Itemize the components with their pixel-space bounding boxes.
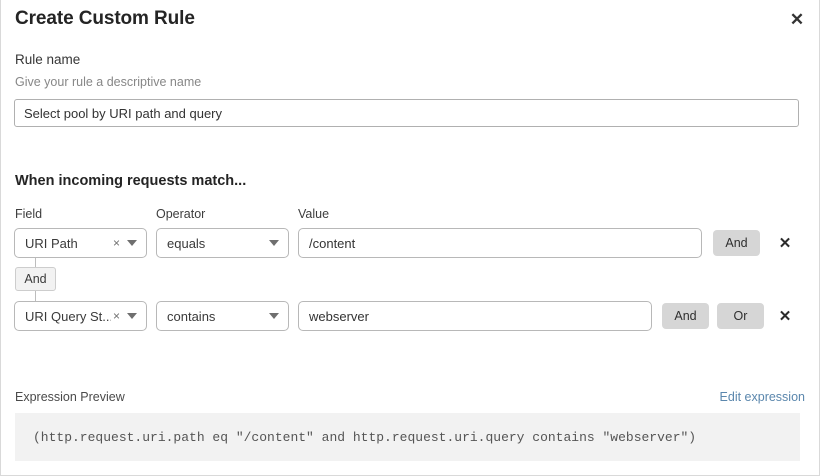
expression-preview-label: Expression Preview [15, 390, 125, 404]
chevron-down-icon[interactable] [127, 313, 137, 319]
rule-name-help-text: Give your rule a descriptive name [15, 75, 202, 89]
condition-field-select-1[interactable]: URI Path × [14, 228, 147, 258]
condition-operator-select-2[interactable]: contains [156, 301, 289, 331]
chevron-down-icon[interactable] [269, 240, 279, 246]
expression-preview-text: (http.request.uri.path eq "/content" and… [33, 429, 697, 445]
column-header-value: Value [298, 207, 330, 221]
condition-value-input-2[interactable] [298, 301, 652, 331]
condition-and-button-2[interactable]: And [662, 303, 709, 329]
condition-field-value-1: URI Path [25, 235, 78, 251]
clear-x-icon[interactable]: × [112, 309, 120, 323]
close-icon[interactable]: ✕ [789, 9, 805, 29]
chevron-down-icon[interactable] [269, 313, 279, 319]
condition-and-button-1[interactable]: And [713, 230, 760, 256]
chevron-down-icon[interactable] [127, 240, 137, 246]
expression-preview-box: (http.request.uri.path eq "/content" and… [15, 413, 800, 461]
condition-field-select-2[interactable]: URI Query St... × [14, 301, 147, 331]
delete-x-icon[interactable]: ✕ [778, 307, 792, 325]
condition-value-input-1[interactable] [298, 228, 702, 258]
condition-group-connector[interactable]: And [15, 267, 56, 291]
condition-operator-select-1[interactable]: equals [156, 228, 289, 258]
delete-x-icon[interactable]: ✕ [778, 234, 792, 252]
column-header-field: Field [15, 207, 43, 221]
page-title: Create Custom Rule [15, 8, 195, 29]
conditions-section-title: When incoming requests match... [15, 173, 247, 189]
condition-operator-value-2: contains [167, 308, 216, 324]
rule-name-input[interactable] [14, 99, 799, 127]
condition-or-button-2[interactable]: Or [717, 303, 764, 329]
clear-x-icon[interactable]: × [112, 236, 120, 250]
edit-expression-link[interactable]: Edit expression [719, 390, 805, 404]
condition-operator-value-1: equals [167, 235, 206, 251]
column-header-operator: Operator [156, 207, 206, 221]
rule-name-label: Rule name [15, 52, 81, 67]
condition-field-value-2: URI Query St... [25, 308, 111, 324]
